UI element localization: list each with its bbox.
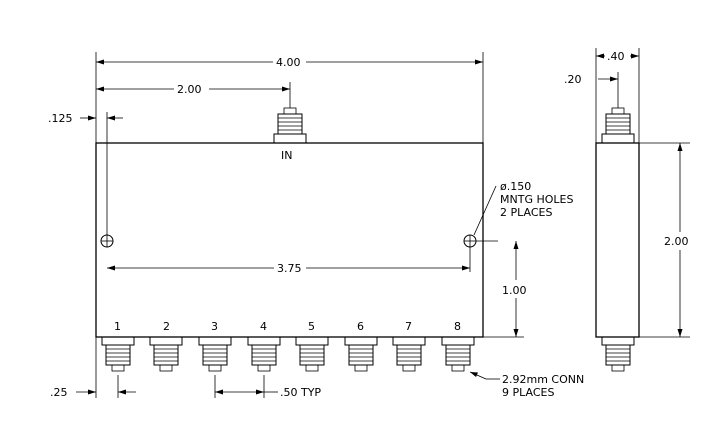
- output-connectors: [101, 336, 475, 372]
- dim-side-offset: [598, 72, 619, 108]
- side-top-connector: [601, 107, 635, 144]
- dim-bottom-offset: [76, 337, 136, 398]
- dim-hole-height-value: 1.00: [502, 284, 527, 297]
- output-connector: [247, 336, 281, 372]
- dim-hole-height: [483, 241, 524, 338]
- port-label: 8: [454, 320, 461, 333]
- mounting-hole-left: [100, 234, 114, 248]
- dim-side-height-value: 2.00: [664, 235, 689, 248]
- connector-callout-line1: 2.92mm CONN: [502, 373, 584, 386]
- output-connector: [441, 336, 475, 372]
- output-connector: [392, 336, 426, 372]
- dim-input-offset: [96, 82, 291, 108]
- dim-port-pitch: [214, 375, 278, 398]
- dim-hole-spacing: [107, 247, 471, 272]
- connector-callout-line2: 9 PLACES: [502, 386, 554, 399]
- output-connector: [344, 336, 378, 372]
- dim-hole-offset: [80, 112, 123, 235]
- front-view-body: [95, 142, 484, 338]
- port-label: 2: [163, 320, 170, 333]
- dim-hole-spacing-value: 3.75: [277, 262, 302, 275]
- dim-overall-width-value: 4.00: [276, 56, 301, 69]
- port-label: 6: [357, 320, 364, 333]
- hole-callout-line2: MNTG HOLES: [500, 193, 573, 206]
- dim-input-offset-value: 2.00: [177, 83, 202, 96]
- mounting-hole-right: [463, 234, 477, 248]
- port-label: 1: [114, 320, 121, 333]
- output-connector: [198, 336, 232, 372]
- dim-side-offset-value: .20: [564, 73, 582, 86]
- input-connector: [273, 107, 307, 144]
- dim-side-width-value: .40: [607, 50, 625, 63]
- connector-callout-leader: [469, 371, 500, 380]
- port-label: 7: [405, 320, 412, 333]
- port-label: 3: [211, 320, 218, 333]
- hole-callout-leader: [473, 185, 498, 242]
- dim-port-pitch-value: .50 TYP: [280, 386, 321, 399]
- port-label: 4: [260, 320, 267, 333]
- port-label: 5: [308, 320, 315, 333]
- side-bottom-connector: [601, 336, 635, 372]
- input-label: IN: [281, 149, 292, 162]
- output-connector: [149, 336, 183, 372]
- hole-callout-line1: ø.150: [500, 180, 531, 193]
- hole-callout-line3: 2 PLACES: [500, 206, 552, 219]
- output-connector: [101, 336, 135, 372]
- dim-overall-width: [95, 52, 484, 143]
- dim-side-height: [639, 142, 690, 338]
- dim-bottom-offset-value: .25: [50, 386, 68, 399]
- output-connector: [295, 336, 329, 372]
- dim-side-width: [595, 48, 640, 143]
- dim-hole-offset-value: .125: [48, 112, 73, 125]
- side-view-body: [595, 142, 640, 338]
